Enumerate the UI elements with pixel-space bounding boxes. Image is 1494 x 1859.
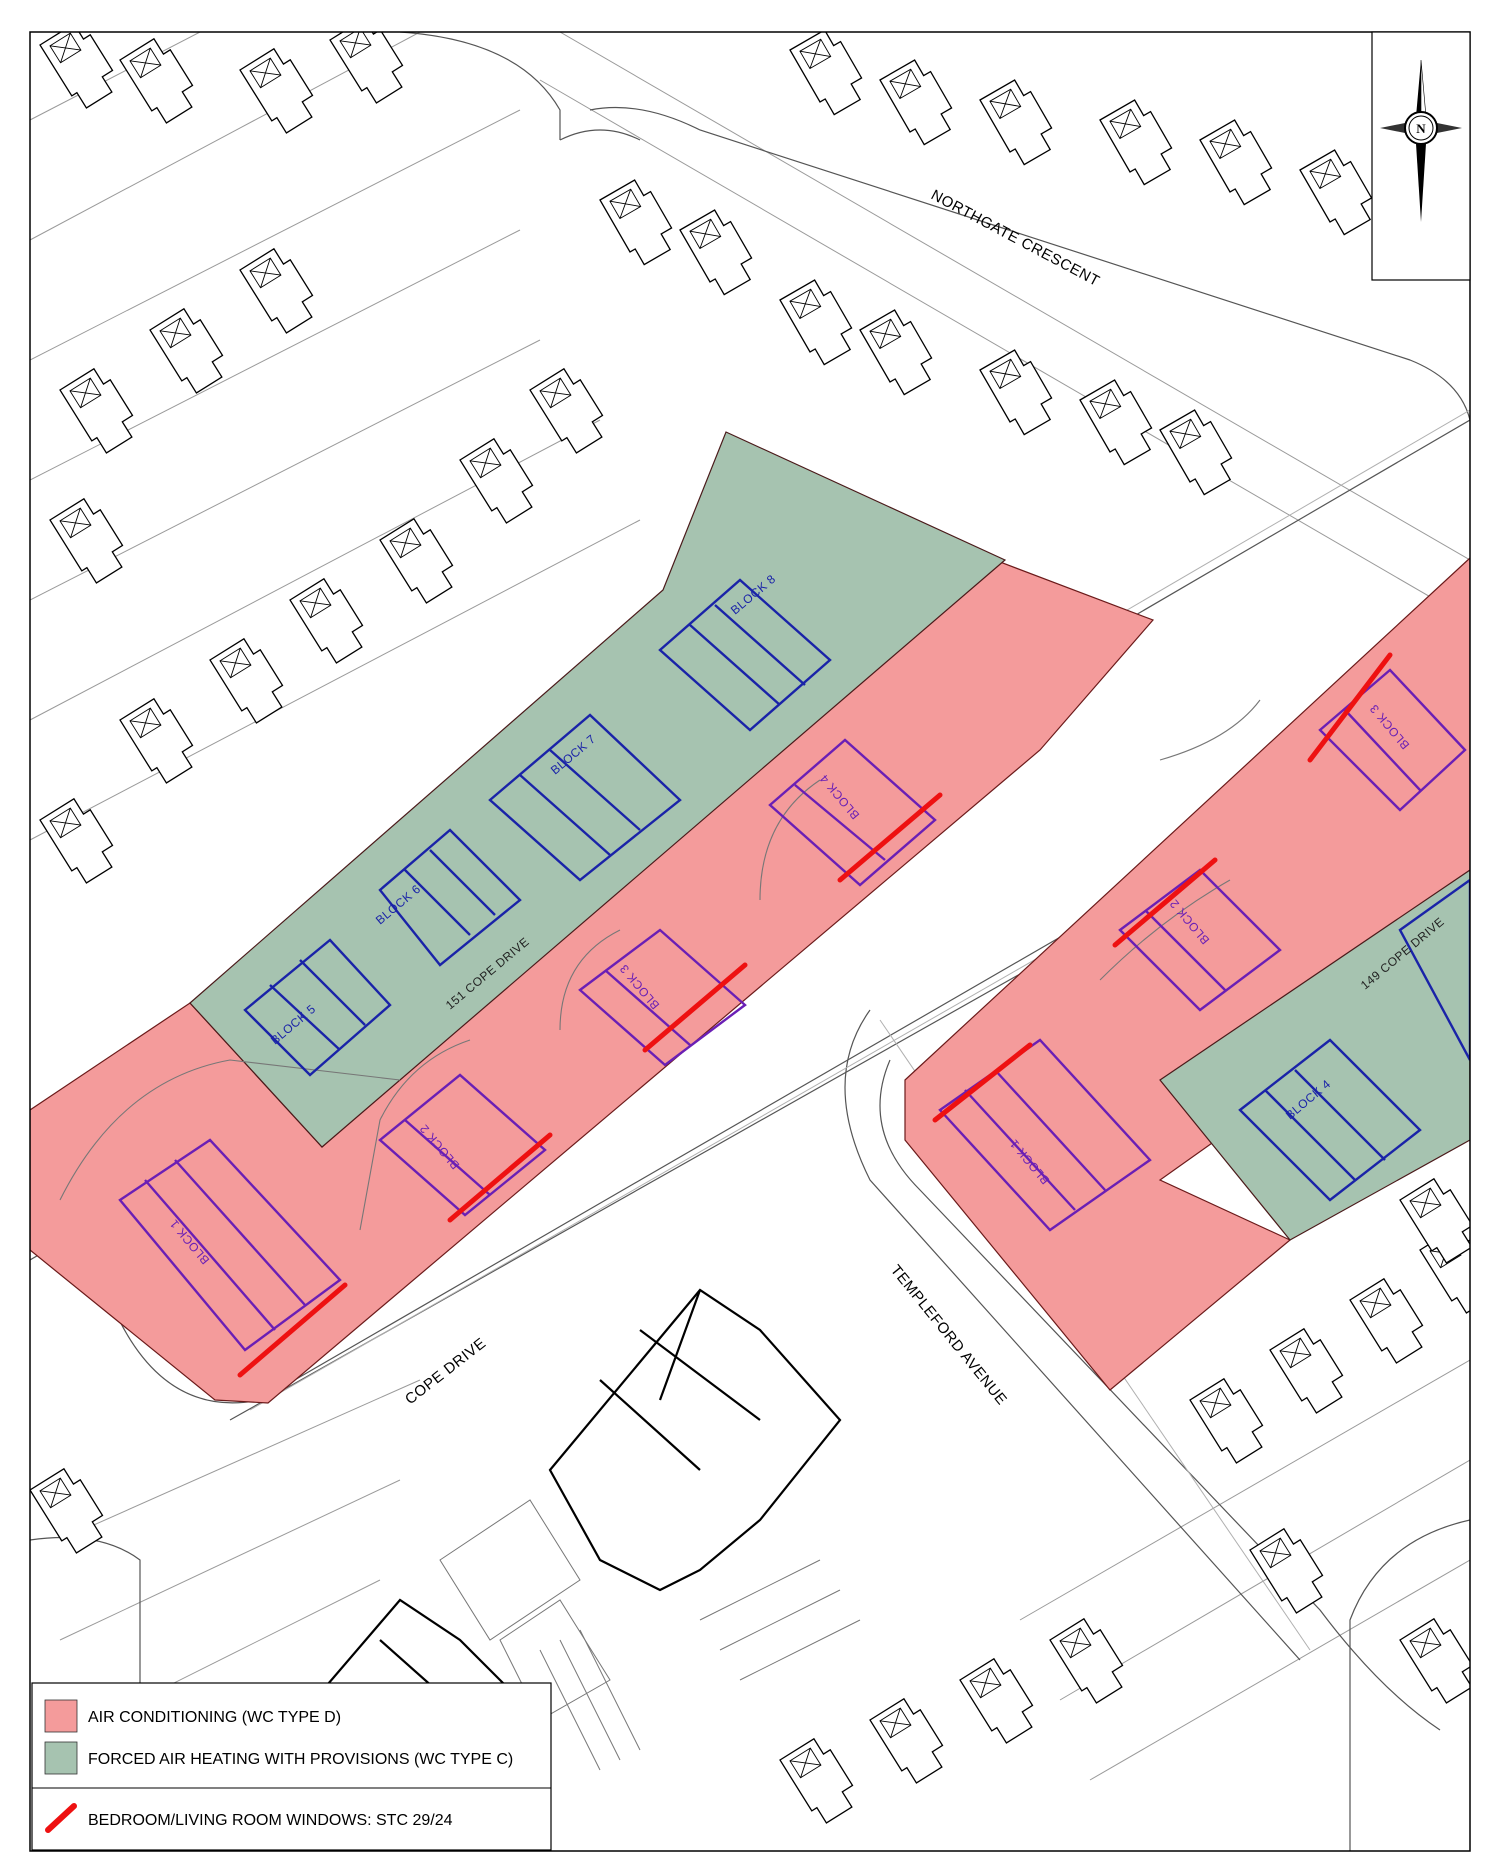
legend-item-forced-air: FORCED AIR HEATING WITH PROVISIONS (WC T…: [44, 1741, 513, 1775]
pink-swatch: [44, 1699, 78, 1733]
legend-label-windows: BEDROOM/LIVING ROOM WINDOWS: STC 29/24: [88, 1812, 453, 1829]
townhouse-blocks-west: [243, 578, 832, 1077]
legend-label-air-conditioning: AIR CONDITIONING (WC TYPE D): [88, 1709, 341, 1726]
red-window-line: [45, 1803, 77, 1833]
legend-item-windows: BEDROOM/LIVING ROOM WINDOWS: STC 29/24: [45, 1803, 453, 1833]
north-letter: N: [1416, 121, 1426, 136]
townhouse-blocks-east: [1238, 878, 1470, 1202]
map-frame: [29, 31, 1471, 1852]
north-arrow-box: N: [1371, 31, 1471, 281]
heating-zone-east: [1159, 869, 1470, 1241]
window-lines: [237, 652, 1393, 1378]
heating-zone-west: [189, 431, 1007, 1148]
legend-item-air-conditioning: AIR CONDITIONING (WC TYPE D): [44, 1699, 341, 1733]
legend-label-forced-air: FORCED AIR HEATING WITH PROVISIONS (WC T…: [88, 1751, 513, 1768]
ac-zone-east: [904, 557, 1470, 1391]
north-arrow-icon: [1380, 59, 1462, 222]
legend: AIR CONDITIONING (WC TYPE D) FORCED AIR …: [31, 1682, 552, 1851]
ac-blocks-west: [118, 738, 937, 1352]
green-swatch: [44, 1741, 78, 1775]
